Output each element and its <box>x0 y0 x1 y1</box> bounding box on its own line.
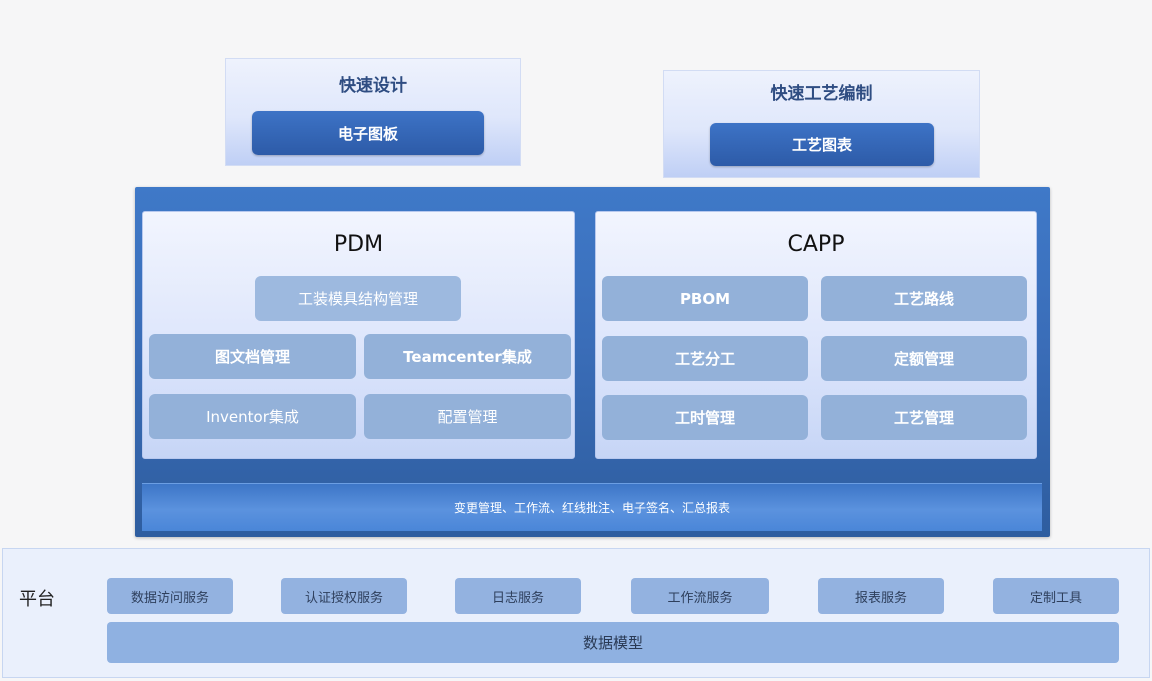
pdm-item-teamcenter[interactable]: Teamcenter集成 <box>364 334 571 379</box>
platform-layer: 平台 数据访问服务 认证授权服务 日志服务 工作流服务 报表服务 定制工具 数据… <box>2 548 1150 678</box>
application-layer: PDM 工装模具结构管理 图文档管理 Teamcenter集成 Inventor… <box>135 187 1050 537</box>
common-functions-bar: 变更管理、工作流、红线批注、电子签名、汇总报表 <box>142 483 1042 531</box>
pdm-item-tooling-structure[interactable]: 工装模具结构管理 <box>255 276 461 321</box>
electronic-drawing-button[interactable]: 电子图板 <box>252 111 484 155</box>
capp-item-process-management[interactable]: 工艺管理 <box>821 395 1027 440</box>
pdm-item-document-management[interactable]: 图文档管理 <box>149 334 356 379</box>
quick-design-title: 快速设计 <box>339 76 407 96</box>
service-auth[interactable]: 认证授权服务 <box>281 578 407 614</box>
capp-item-quota-management[interactable]: 定额管理 <box>821 336 1027 381</box>
service-report[interactable]: 报表服务 <box>818 578 944 614</box>
process-chart-button[interactable]: 工艺图表 <box>710 123 934 166</box>
pdm-panel: PDM 工装模具结构管理 图文档管理 Teamcenter集成 Inventor… <box>142 211 575 459</box>
capp-item-work-hours[interactable]: 工时管理 <box>602 395 808 440</box>
quick-process-title: 快速工艺编制 <box>770 84 873 104</box>
platform-label: 平台 <box>19 589 55 610</box>
capp-panel: CAPP PBOM 工艺路线 工艺分工 定额管理 工时管理 工艺管理 <box>595 211 1037 459</box>
service-custom-tools[interactable]: 定制工具 <box>993 578 1119 614</box>
capp-item-process-route[interactable]: 工艺路线 <box>821 276 1027 321</box>
service-data-access[interactable]: 数据访问服务 <box>107 578 233 614</box>
pdm-item-inventor[interactable]: Inventor集成 <box>149 394 356 439</box>
capp-item-process-division[interactable]: 工艺分工 <box>602 336 808 381</box>
service-workflow[interactable]: 工作流服务 <box>631 578 769 614</box>
service-log[interactable]: 日志服务 <box>455 578 581 614</box>
quick-design-card: 快速设计 电子图板 <box>225 58 521 166</box>
capp-title: CAPP <box>787 232 845 257</box>
quick-process-card: 快速工艺编制 工艺图表 <box>663 70 980 178</box>
pdm-title: PDM <box>333 232 384 257</box>
capp-item-pbom[interactable]: PBOM <box>602 276 808 321</box>
data-model-bar[interactable]: 数据模型 <box>107 622 1119 663</box>
pdm-item-configuration[interactable]: 配置管理 <box>364 394 571 439</box>
